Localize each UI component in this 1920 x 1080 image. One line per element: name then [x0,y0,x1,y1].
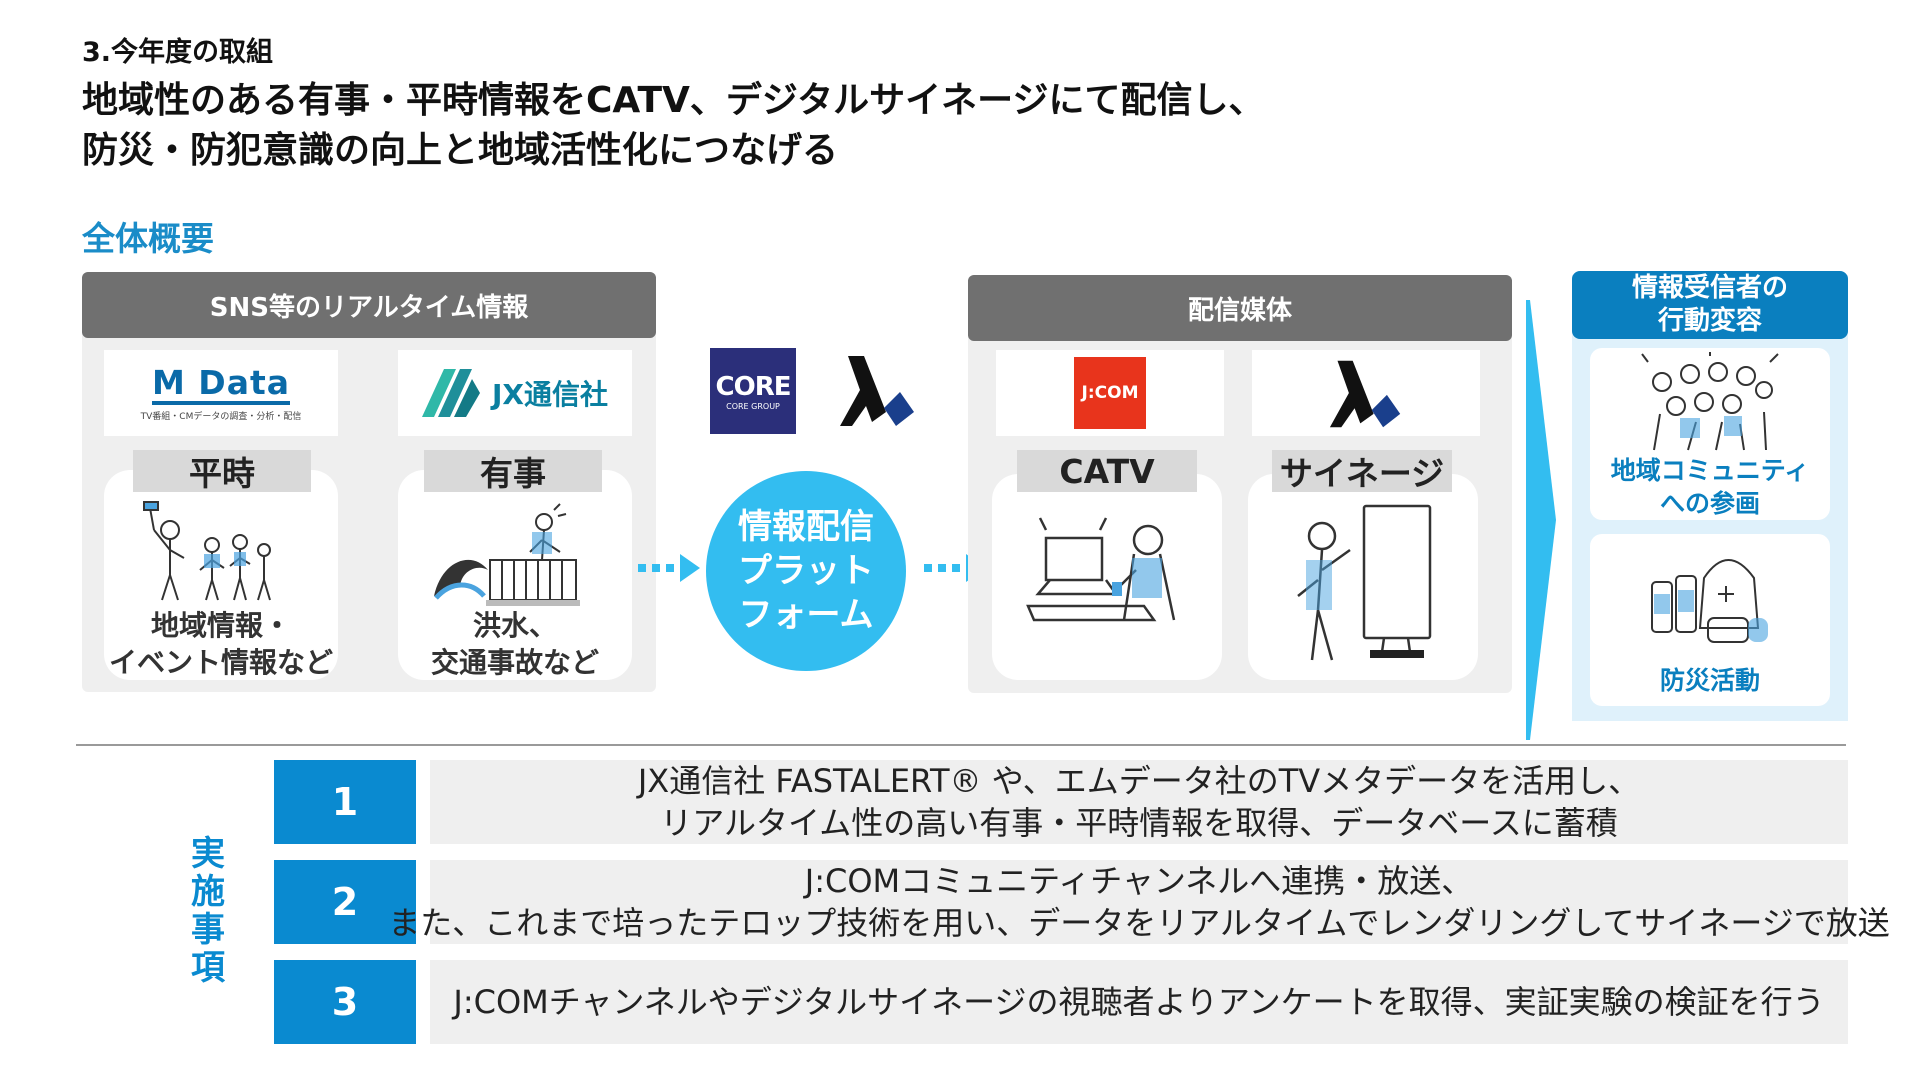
implementation-label-char: 事 [191,910,225,950]
signage-illustration-icon [1297,504,1432,661]
jcom-logo: J:COM [1074,357,1146,429]
sources-header: SNS等のリアルタイム情報 [82,272,656,338]
yuji-caption: 洪水、 交通事故など [398,607,632,681]
yuji-caption-line-1: 洪水、 [472,609,557,642]
behavior-header: 情報受信者の 行動変容 [1572,271,1848,339]
item-description-3: J:COMチャンネルやデジタルサイネージの視聴者よりアンケートを取得、実証実験の… [430,960,1848,1044]
disaster-label: 防災活動 [1659,666,1760,695]
item-1-line-2: リアルタイム性の高い有事・平時情報を取得、データベースに蓄積 [660,804,1618,842]
yuji-tag: 有事 [424,450,602,493]
jx-mark-icon [421,369,480,417]
flow-arrow-1 [638,554,700,582]
disaster-kit-icon [1651,559,1768,643]
section-divider [76,744,1846,746]
platform-line-2: プラット [738,551,874,591]
core-logo-text: CORE [715,371,792,402]
implementation-label-char: 施 [191,872,225,912]
core-logo-subtext: CORE GROUP [726,401,780,411]
behavior-title-line-2: 行動変容 [1657,306,1762,336]
platform-line-3: フォーム [738,595,874,635]
heiji-caption-line-1: 地域情報・ [150,609,291,642]
item-description-2: J:COMコミュニティチャンネルへ連携・放送、 また、これまで培ったテロップ技術… [388,860,1890,944]
flood-illustration-icon [434,503,580,606]
community-label-line-1: 地域コミュニティ [1610,456,1810,485]
lambda-logo-2-icon [1329,360,1401,428]
jx-logo-text: JX通信社 [491,378,608,411]
platform-line-1: 情報配信 [738,507,874,547]
big-chevron-arrow-icon [1526,300,1556,740]
catv-card [992,474,1222,680]
overview-label: 全体概要 [82,219,214,258]
mdata-logo-text: M Data [151,364,291,405]
item-2-line-2: また、これまで培ったテロップ技術を用い、データをリアルタイムでレンダリングしてサ… [388,904,1890,942]
item-description-1: JX通信社 FASTALERT® や、エムデータ社のTVメタデータを活用し、 リ… [430,760,1848,844]
headline: 地域性のある有事・平時情報をCATV、デジタルサイネージにて配信し、 防災・防犯… [82,76,1264,176]
implementation-label: 実 施 事 項 [186,835,230,987]
jx-logo: JX通信社 [398,350,632,436]
platform-circle: 情報配信 プラット フォーム [706,471,906,671]
lambda-logo-icon [840,356,914,426]
implementation-label-char: 項 [191,948,225,988]
item-2-line-1: J:COMコミュニティチャンネルへ連携・放送、 [804,862,1474,900]
heiji-caption-line-2: イベント情報など [108,646,333,679]
mdata-logo: M Data TV番組・CMデータの調査・分析・配信 [104,350,338,436]
crowd-illustration-icon [143,501,271,601]
headline-line-1: 地域性のある有事・平時情報をCATV、デジタルサイネージにて配信し、 [82,80,1265,121]
signage-tag: サイネージ [1272,450,1452,493]
heiji-caption: 地域情報・ イベント情報など [104,607,338,681]
behavior-title-line-1: 情報受信者の [1631,273,1788,303]
headline-line-2: 防災・防犯意識の向上と地域活性化につなげる [82,130,839,171]
item-number-2: 2 [274,860,416,944]
mdata-logo-subtext: TV番組・CMデータの調査・分析・配信 [140,411,302,422]
yuji-caption-line-2: 交通事故など [430,646,599,679]
community-label-line-2: への参画 [1659,489,1760,518]
heiji-tag: 平時 [133,450,311,493]
tv-viewer-illustration-icon [1026,517,1176,622]
media-header: 配信媒体 [968,275,1512,341]
community-label: 地域コミュニティ への参画 [1590,454,1830,520]
catv-tag: CATV [1017,450,1197,492]
implementation-label-char: 実 [191,834,225,874]
jcom-logo-box: J:COM [996,350,1224,436]
core-logo: CORE CORE GROUP [710,348,796,434]
item-number-1: 1 [274,760,416,844]
section-number: 3.今年度の取組 [82,37,274,68]
lambda-logo-box [1252,350,1480,436]
item-3-line-1: J:COMチャンネルやデジタルサイネージの視聴者よりアンケートを取得、実証実験の… [453,983,1825,1021]
item-1-line-1: JX通信社 FASTALERT® や、エムデータ社のTVメタデータを活用し、 [637,762,1641,800]
community-crowd-icon [1641,352,1779,451]
item-number-3: 3 [274,960,416,1044]
